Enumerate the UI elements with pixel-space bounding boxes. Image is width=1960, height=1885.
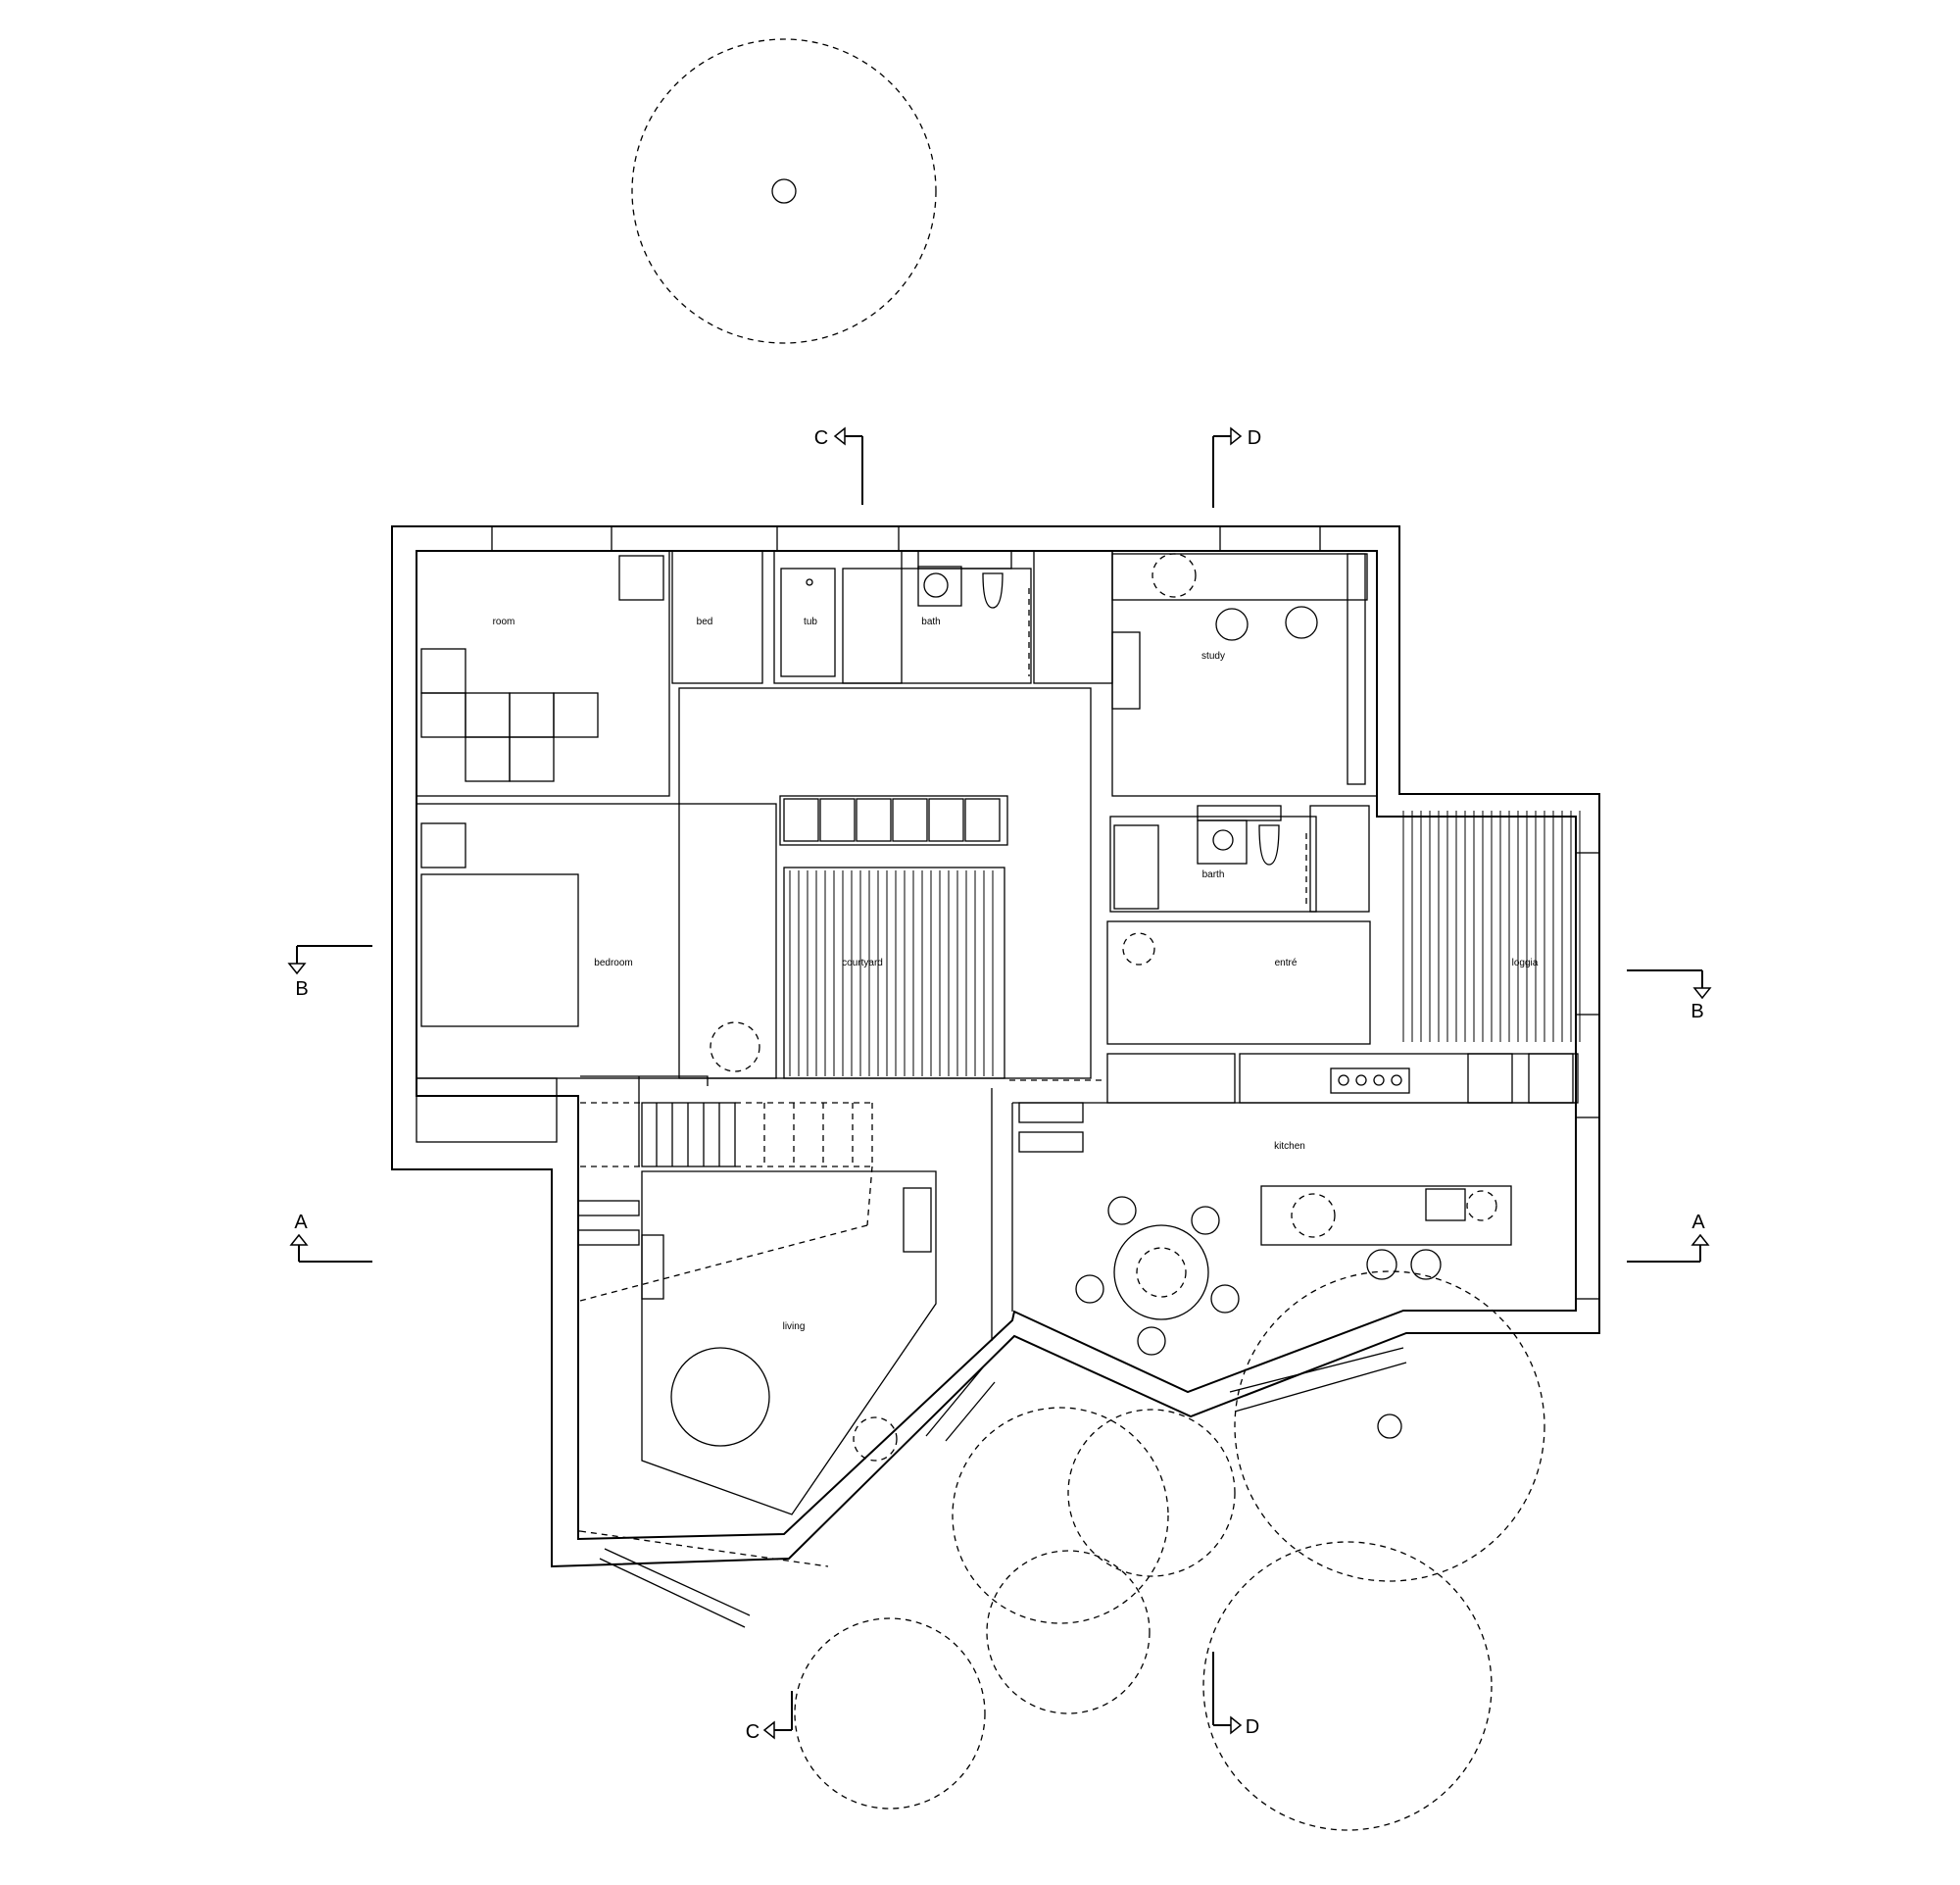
room-label-bath: bath: [921, 617, 940, 627]
dining-table: [1075, 1196, 1240, 1356]
section-marker-b-left: B: [287, 945, 372, 1000]
trees: [631, 38, 1545, 1831]
stool: [1285, 606, 1318, 639]
section-label-c: C: [746, 1721, 760, 1743]
tree-southeast: [1234, 1270, 1545, 1582]
tree-canopy: [952, 1407, 1169, 1624]
section-label-a: A: [294, 1212, 308, 1233]
bench-row: [783, 798, 1001, 842]
room-label-courtyard: courtyard: [842, 958, 883, 968]
cooktop: [1330, 1067, 1410, 1094]
tree-north: [631, 38, 937, 344]
room-label-entre: entré: [1275, 958, 1298, 968]
sideboard: [903, 1187, 932, 1253]
section-markers: C D B B A: [287, 426, 1712, 1743]
window: [1575, 852, 1600, 1016]
window: [1575, 1116, 1600, 1300]
round-rug: [670, 1347, 770, 1447]
loggia-deck: [1402, 811, 1581, 1042]
tree-canopy: [794, 1617, 986, 1810]
stool: [1366, 1249, 1397, 1280]
section-marker-d-bottom: D: [1212, 1652, 1259, 1738]
room-label-bedroom: bedroom: [594, 958, 632, 968]
staircase: [580, 1102, 873, 1226]
cabinet: [618, 555, 664, 601]
double-bed: [420, 873, 579, 1027]
tree-canopy: [986, 1550, 1151, 1714]
courtyard-deck: [789, 870, 994, 1076]
room-label-barth: barth: [1202, 869, 1225, 880]
section-marker-a-right: A: [1627, 1212, 1710, 1263]
stool: [1215, 608, 1249, 641]
room-label-kitchen: kitchen: [1274, 1141, 1305, 1152]
section-label-a: A: [1691, 1212, 1705, 1233]
room-labels: room bed tub bath study bedroom courtyar…: [493, 617, 1539, 1332]
section-label-c: C: [814, 427, 828, 449]
nightstand: [420, 822, 466, 868]
sink: [1197, 805, 1282, 821]
room-label-living: living: [783, 1321, 806, 1332]
room-label-room: room: [493, 617, 515, 627]
interior-walls: [416, 550, 1579, 1341]
window: [1219, 525, 1321, 552]
window: [491, 525, 612, 552]
section-marker-c-bottom: C: [746, 1691, 793, 1743]
section-marker-b-right: B: [1627, 969, 1712, 1022]
room-label-bed: bed: [697, 617, 713, 627]
fixtures: [420, 550, 1512, 1567]
desk: [1111, 631, 1141, 710]
bathtub: [780, 568, 836, 677]
section-marker-a-left: A: [289, 1212, 372, 1263]
kitchen-island: [1260, 1185, 1512, 1246]
section-label-b: B: [1690, 1001, 1703, 1022]
section-label-d: D: [1246, 1716, 1259, 1738]
toilet: [982, 572, 1004, 609]
modular-seating: [420, 648, 599, 782]
section-label-b: B: [295, 978, 308, 1000]
room-label-tub: tub: [804, 617, 817, 627]
sideboard: [641, 1234, 664, 1300]
tree-canopy: [1067, 1409, 1236, 1577]
room-label-study: study: [1201, 651, 1225, 662]
section-label-d: D: [1248, 427, 1261, 449]
toilet: [1258, 824, 1280, 866]
stool: [1410, 1249, 1442, 1280]
bathtub: [1113, 824, 1159, 910]
section-marker-d-top: D: [1212, 426, 1261, 508]
sink: [917, 550, 1012, 570]
room-label-loggia: loggia: [1512, 958, 1539, 968]
outer-walls: [391, 525, 1600, 1568]
tree-canopy: [1202, 1541, 1493, 1831]
section-marker-c-top: C: [814, 426, 863, 505]
window: [776, 525, 900, 552]
